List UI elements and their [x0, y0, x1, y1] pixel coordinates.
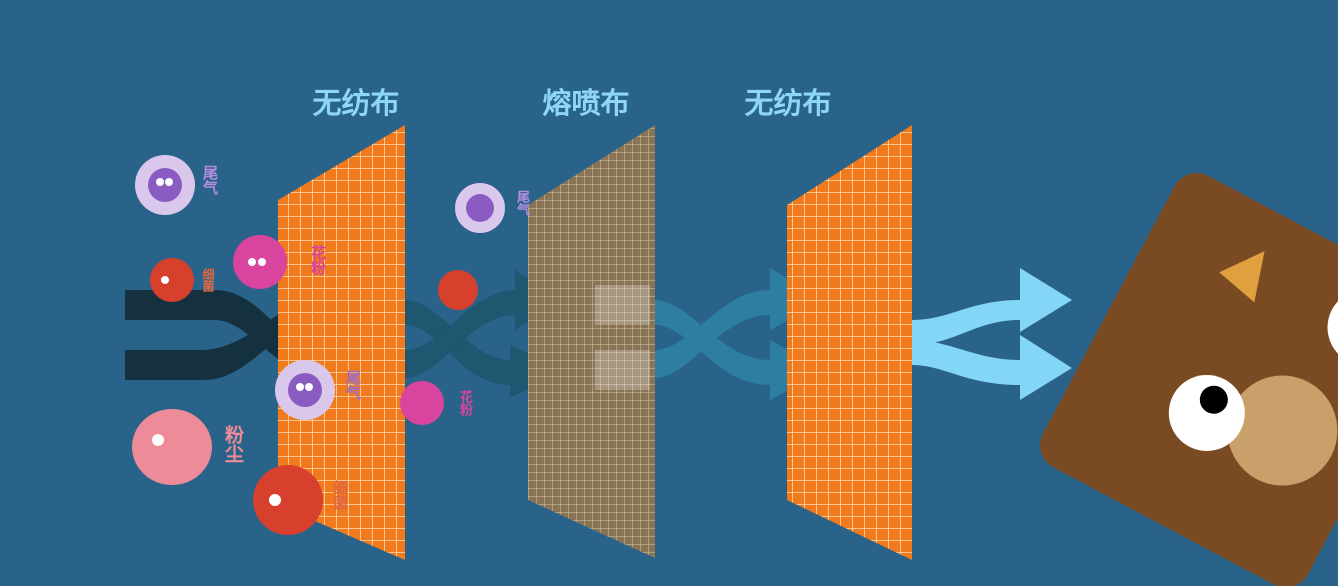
dust-particle — [132, 409, 212, 485]
meltblown-highlight — [595, 350, 650, 390]
particle-label: 尾气 — [344, 370, 362, 400]
bacteria-particle — [438, 270, 478, 310]
layer-title: 无纺布 — [312, 86, 400, 120]
layer-title: 无纺布 — [744, 86, 832, 120]
arrows-stage2 — [405, 270, 565, 398]
particle-label: 花粉 — [457, 390, 472, 416]
bear-character — [1040, 172, 1338, 586]
layer-meltblown — [528, 125, 655, 558]
bacteria-particle — [150, 258, 194, 302]
exhaust-particle — [135, 155, 195, 215]
bacteria-particle — [253, 465, 323, 535]
pollen-particle — [400, 381, 444, 425]
arrows-clean — [912, 268, 1072, 400]
layer-nonwoven-1 — [278, 125, 405, 560]
meltblown-highlight — [595, 285, 650, 325]
pollen-particle — [233, 235, 287, 289]
arrows-stage3 — [655, 268, 825, 400]
exhaust-particle — [455, 183, 505, 233]
particle-label: 尾气 — [201, 165, 219, 195]
exhaust-particle — [275, 360, 335, 420]
particle-label: 细菌 — [201, 268, 215, 292]
particle-label: 花粉 — [309, 245, 327, 275]
layer-nonwoven-2 — [787, 125, 912, 560]
particle-label: 细菌 — [331, 480, 349, 510]
particle-label: 粉尘 — [222, 425, 244, 463]
layer-title: 熔喷布 — [542, 86, 630, 120]
particle-label: 尾气 — [514, 190, 529, 216]
